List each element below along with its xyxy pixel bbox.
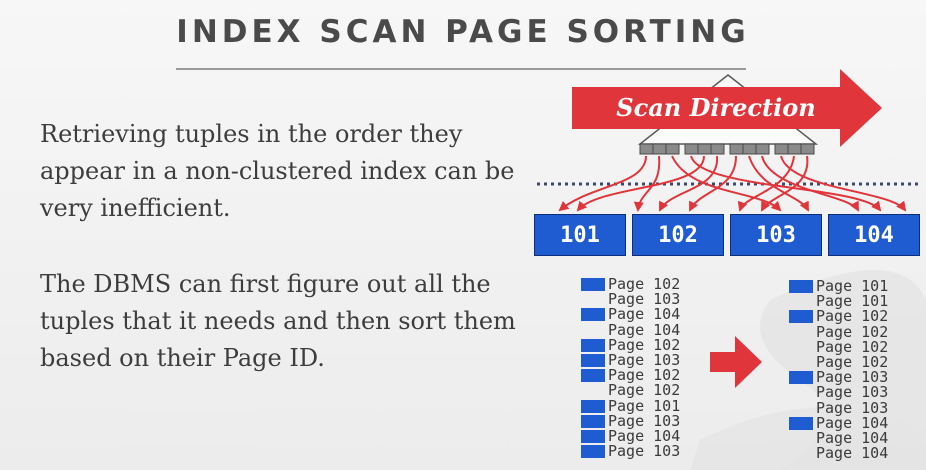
tuple-marker	[581, 308, 605, 322]
tuple-pointer-arrows	[558, 155, 907, 212]
unsorted-page-label: Page 102	[608, 335, 681, 354]
tuple-marker	[581, 430, 605, 443]
tuple-marker	[789, 280, 813, 293]
slide-title: INDEX SCAN PAGE SORTING	[176, 14, 750, 50]
sorted-page-label: Page 101	[816, 277, 889, 295]
page-box-104: 104	[828, 214, 920, 256]
sorted-page-label: Page 101	[816, 292, 889, 311]
sorted-page-label: Page 103	[816, 383, 889, 402]
tuple-marker	[581, 399, 605, 413]
scan-direction-label: Scan Direction	[616, 93, 815, 122]
page-box-102: 102	[632, 214, 724, 256]
unsorted-page-label: Page 104	[608, 427, 681, 445]
page-box-101: 101	[534, 214, 626, 256]
tuple-marker	[581, 278, 605, 291]
title-divider	[176, 68, 746, 70]
unsorted-page-label: Page 104	[608, 320, 681, 339]
sorted-page-label: Page 103	[816, 368, 889, 387]
sorted-page-label: Page 102	[816, 337, 889, 356]
tuple-marker	[581, 445, 605, 459]
page-box-103: 103	[730, 214, 822, 256]
unsorted-page-label: Page 102	[608, 381, 681, 400]
sorted-page-label: Page 104	[816, 413, 889, 432]
unsorted-page-label: Page 102	[608, 366, 681, 385]
unsorted-page-label: Page 103	[608, 351, 681, 369]
unsorted-page-label: Page 103	[608, 411, 681, 430]
sorted-page-label: Page 102	[816, 353, 889, 371]
sorted-page-label: Page 102	[816, 322, 889, 341]
scan-direction-arrow	[572, 69, 882, 147]
tuple-marker	[581, 369, 605, 383]
sorted-page-label: Page 104	[816, 429, 889, 447]
tuple-marker	[581, 414, 605, 428]
tuple-marker	[581, 354, 605, 367]
paragraph-2: The DBMS can first figure out all the tu…	[40, 270, 516, 372]
paragraph-1: Retrieving tuples in the order they appe…	[40, 120, 515, 222]
tuple-marker	[789, 310, 813, 324]
tuple-marker	[789, 416, 813, 430]
sort-arrow	[710, 336, 762, 388]
unsorted-page-label: Page 101	[608, 396, 681, 415]
tuple-marker	[581, 338, 605, 352]
tuple-marker	[789, 371, 813, 385]
sorted-page-label: Page 103	[816, 398, 889, 417]
unsorted-page-label: Page 103	[608, 442, 681, 461]
unsorted-page-label: Page 103	[608, 290, 681, 309]
sorted-page-label: Page 102	[816, 307, 889, 326]
sorted-page-label: Page 104	[816, 444, 889, 463]
leaf-nodes	[639, 143, 815, 155]
unsorted-page-label: Page 102	[608, 275, 681, 293]
unsorted-page-label: Page 104	[608, 305, 681, 324]
